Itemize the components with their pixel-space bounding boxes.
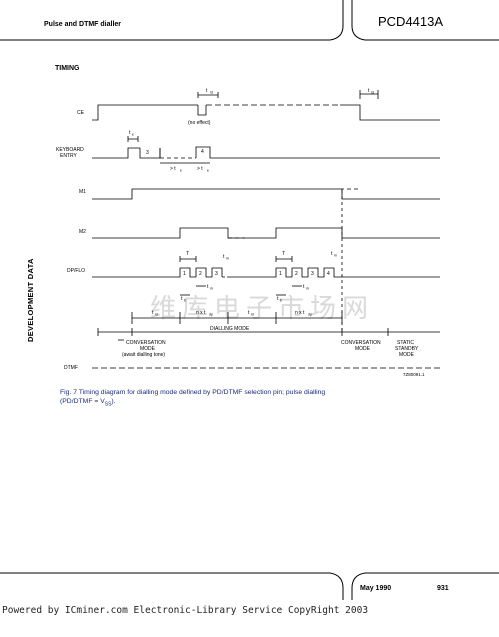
svg-text:(await dialling tone): (await dialling tone) <box>122 352 165 358</box>
caption-line-2: (PD/DTMF = VSS). <box>60 398 116 408</box>
figure-code: 7Z80091.1 <box>403 372 425 377</box>
svg-text:t: t <box>207 284 209 290</box>
signal-dpflo: DP/FLO <box>67 268 85 274</box>
svg-text:CONVERSATION: CONVERSATION <box>341 340 381 346</box>
svg-text:m: m <box>210 287 213 291</box>
svg-text:MODE: MODE <box>355 346 371 352</box>
svg-text:1: 1 <box>279 271 282 277</box>
svg-text:dp: dp <box>209 313 213 317</box>
signal-m2: M2 <box>79 229 86 235</box>
powered-by-text: Powered by ICminer.com Electronic-Librar… <box>2 605 369 616</box>
svg-text:T: T <box>282 251 285 257</box>
svg-text:t: t <box>206 88 208 94</box>
svg-text:3: 3 <box>311 271 314 277</box>
svg-text:n x t: n x t <box>295 310 305 316</box>
svg-text:e: e <box>207 169 209 173</box>
svg-text:t: t <box>277 296 279 302</box>
svg-text:> t: > t <box>170 166 176 172</box>
svg-text:t: t <box>303 284 305 290</box>
svg-text:t: t <box>152 310 154 316</box>
svg-text:t: t <box>129 130 131 136</box>
svg-text:3: 3 <box>215 271 218 277</box>
svg-text:CONVERSATION: CONVERSATION <box>126 340 166 346</box>
svg-text:4: 4 <box>327 271 330 277</box>
document-title: Pulse and DTMF dialler <box>44 21 122 28</box>
svg-text:rd: rd <box>371 91 374 95</box>
signal-m1: M1 <box>79 189 86 195</box>
svg-text:1: 1 <box>183 271 186 277</box>
svg-text:4: 4 <box>201 149 204 155</box>
page-number: 931 <box>437 585 449 592</box>
svg-text:MODE: MODE <box>399 352 415 358</box>
svg-text:t: t <box>331 251 333 257</box>
signal-keyboard: KEYBOARD <box>56 147 84 153</box>
svg-text:t: t <box>181 296 183 302</box>
part-number: PCD4413A <box>378 14 444 29</box>
svg-text:id: id <box>155 313 158 317</box>
section-heading: TIMING <box>55 65 80 72</box>
footer-date: May 1990 <box>360 585 392 592</box>
svg-text:STANDBY: STANDBY <box>395 346 419 352</box>
svg-text:n x t: n x t <box>196 310 206 316</box>
svg-text:m: m <box>226 257 229 261</box>
svg-text:dp: dp <box>308 313 312 317</box>
svg-text:id: id <box>251 313 254 317</box>
svg-text:STATIC: STATIC <box>397 340 414 346</box>
svg-text:e: e <box>180 169 182 173</box>
svg-text:t: t <box>368 88 370 94</box>
caption-line-1: Fig. 7 Timing diagram for dialling mode … <box>60 389 326 396</box>
svg-text:T: T <box>186 251 189 257</box>
svg-text:b: b <box>184 299 186 303</box>
mode-dialling: DIALLING MODE <box>210 326 250 332</box>
svg-text:e: e <box>132 133 134 137</box>
svg-text:> t: > t <box>197 166 203 172</box>
signal-entry: ENTRY <box>60 153 78 159</box>
watermark-text: 维库电子市场网 <box>150 294 375 324</box>
figure-caption: Fig. 7 Timing diagram for dialling mode … <box>60 388 440 409</box>
svg-text:rd: rd <box>210 91 213 95</box>
signal-ce: CE <box>77 110 85 116</box>
svg-text:m: m <box>334 254 337 258</box>
svg-text:3: 3 <box>146 150 149 156</box>
svg-text:m: m <box>306 287 309 291</box>
svg-text:b: b <box>280 299 282 303</box>
no-effect-label: (no effect) <box>188 120 211 126</box>
svg-text:t: t <box>248 310 250 316</box>
signal-dtmf: DTMF <box>64 365 78 371</box>
svg-text:2: 2 <box>199 271 202 277</box>
svg-text:t: t <box>223 254 225 260</box>
svg-text:2: 2 <box>295 271 298 277</box>
svg-text:MODE: MODE <box>140 346 156 352</box>
